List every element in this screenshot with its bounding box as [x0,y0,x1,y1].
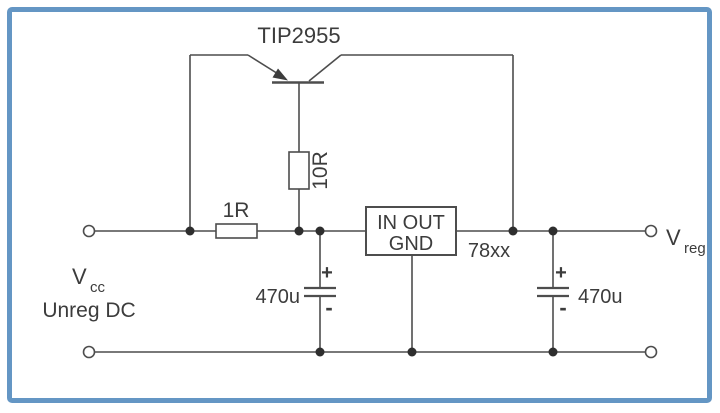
junction-gnd-regulator [407,347,417,357]
unreg-dc-label: Unreg DC [42,299,135,322]
regulator-body [365,206,457,256]
terminals [82,224,658,359]
series-resistor-label: 1R [223,199,250,222]
vcc-subscript: cc [90,279,106,296]
vcc-symbol: V [72,264,87,289]
terminal-output-ground [644,345,658,359]
output-voltage-label: V reg [666,225,706,257]
junction-gnd-input-cap [315,347,325,357]
transistor-symbol [247,54,342,84]
input-cap-minus-sign: - [325,295,332,320]
regulator-gnd-label: GND [389,233,433,255]
output-cap-label: 470u [578,286,623,308]
input-cap-label: 470u [256,286,301,308]
junction-collector-output [508,226,518,236]
transistor-emitter-arrow-icon [272,68,288,81]
junction-input-cap [315,226,325,236]
output-cap-plus-sign: + [555,262,567,284]
figure-border [7,7,712,403]
terminal-input-ground [82,345,96,359]
vreg-subscript: reg [684,240,706,257]
capacitor-plates [304,286,569,298]
transistor-label: TIP2955 [257,23,340,48]
input-voltage-label: V cc Unreg DC [42,264,135,322]
vreg-symbol: V [666,225,681,250]
input-cap-plus-sign: + [321,262,333,284]
regulator-pins-label: IN OUT [377,212,445,234]
junction-output-cap [548,226,558,236]
base-resistor-body [288,151,310,190]
terminal-output-positive [644,224,658,238]
regulator-part-label: 78xx [468,240,510,262]
junction-dots [185,226,558,357]
junction-gnd-output-cap [548,347,558,357]
transistor-collector-lead [308,54,342,82]
series-resistor-body [215,223,258,239]
output-cap-minus-sign: - [559,295,566,320]
terminal-input-positive [82,224,96,238]
junction-base-resistor [294,226,304,236]
wires [94,54,646,353]
base-resistor-label: 10R [309,151,332,190]
junction-emitter-input [185,226,195,236]
